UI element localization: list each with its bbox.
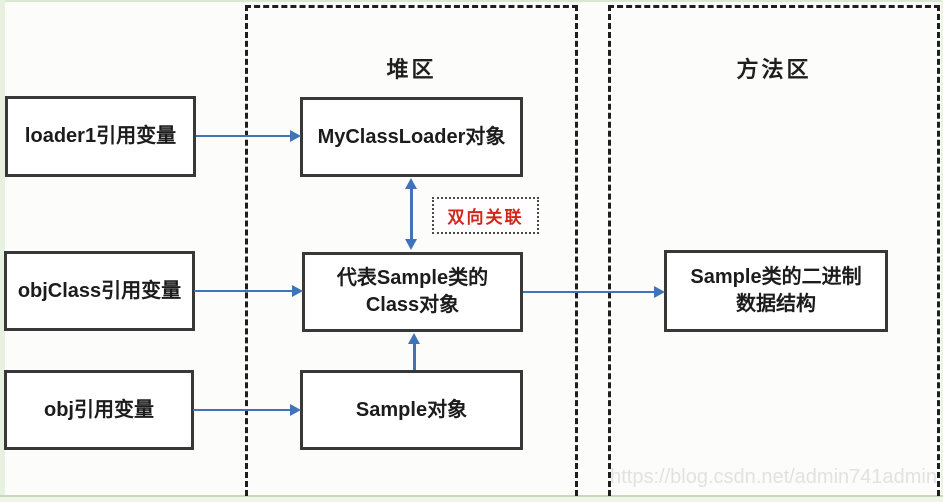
watermark: https://blog.csdn.net/admin741admin: [610, 466, 937, 488]
screenshot-edge-right: [941, 0, 943, 502]
bidirectional-association-label: 双向关联: [447, 208, 524, 227]
node-label: MyClassLoader对象: [317, 125, 506, 148]
arrowhead-right-icon: [290, 404, 301, 416]
node-label-line2: 数据结构: [736, 293, 816, 315]
screenshot-edge-top: [0, 0, 943, 2]
bidirectional-association-callout: 双向关联: [432, 197, 539, 234]
screenshot-edge-bottom: [0, 495, 943, 497]
arrowhead-right-icon: [292, 285, 303, 297]
node-sample-binary-data-structure: Sample类的二进制 数据结构: [664, 250, 888, 332]
method-area-region: 方法区: [608, 5, 940, 496]
method-area-region-label: 方法区: [736, 57, 812, 82]
node-label: Sample对象: [355, 398, 468, 421]
node-sample-object: Sample对象: [300, 370, 523, 450]
node-label-line1: Sample类的二进制: [690, 266, 862, 288]
arrowhead-down-icon: [405, 239, 417, 250]
node-objclass-reference-variable: objClass引用变量: [4, 251, 195, 331]
arrow-class-object-to-binary-structure: [523, 286, 665, 298]
heap-region-label: 堆区: [386, 57, 437, 82]
node-sample-class-object: 代表Sample类的 Class对象: [302, 252, 523, 332]
arrowhead-up-icon: [405, 178, 417, 189]
arrow-sample-object-to-class-object: [408, 333, 420, 370]
heap-region: 堆区: [245, 5, 578, 496]
arrow-objclass-to-class-object: [194, 285, 303, 297]
arrowhead-right-icon: [654, 286, 665, 298]
arrow-loader1-to-myclassloader: [196, 130, 301, 142]
node-label-line1: 代表Sample类的: [336, 267, 489, 289]
screenshot-edge-left: [0, 0, 5, 502]
arrowhead-right-icon: [290, 130, 301, 142]
arrowhead-up-icon: [408, 333, 420, 344]
node-label: objClass引用变量: [17, 279, 182, 302]
screenshot-edge-bottom-fill: [0, 497, 943, 502]
arrow-obj-to-sample-object: [193, 404, 301, 416]
node-myclassloader-object: MyClassLoader对象: [300, 97, 523, 177]
node-label: loader1引用变量: [24, 125, 177, 147]
arrow-bidirectional-myclassloader-class-object: [405, 178, 417, 250]
node-obj-reference-variable: obj引用变量: [4, 370, 194, 450]
node-label: obj引用变量: [44, 398, 154, 421]
node-loader1-reference-variable: loader1引用变量: [5, 96, 196, 177]
node-label-line2: Class对象: [365, 294, 460, 316]
